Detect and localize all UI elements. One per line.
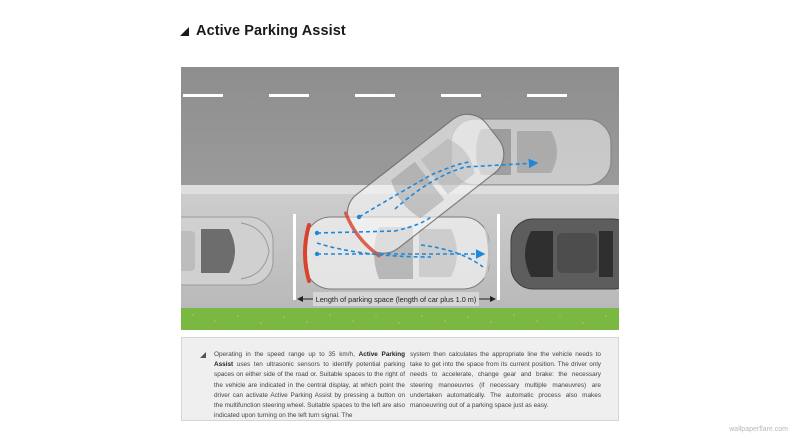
grass-strip [181, 308, 619, 330]
info-lead: Operating in the speed range up to 35 km… [214, 351, 355, 358]
ghost-car-turning [343, 113, 505, 258]
length-measurement: Length of parking space (length of car p… [297, 292, 496, 306]
watermark: wallpaperflare.com [729, 426, 788, 433]
parked-car-left [181, 216, 274, 286]
info-box: Operating in the speed range up to 35 km… [181, 337, 619, 421]
header: Active Parking Assist [180, 20, 346, 42]
sensor-dots [314, 214, 362, 257]
info-feature-name: Active Parking Assist [214, 351, 405, 369]
info-column-right: system then calculates the appropriate l… [410, 351, 601, 410]
page-title: Active Parking Assist [196, 23, 346, 39]
info-triangle-icon [200, 352, 206, 358]
planned-path-arrows [316, 158, 539, 268]
lane-markings [183, 94, 567, 97]
grass-texture [192, 314, 607, 324]
parked-car-right [510, 218, 619, 290]
parking-diagram: Length of parking space (length of car p… [181, 67, 619, 330]
parking-space-markings [293, 214, 500, 300]
info-column-left: Operating in the speed range up to 35 km… [214, 350, 405, 421]
info-body-left: uses ten ultrasonic sensors to identify … [214, 361, 405, 420]
title-triangle-icon [180, 26, 189, 36]
length-label: Length of parking space (length of car p… [316, 295, 477, 304]
